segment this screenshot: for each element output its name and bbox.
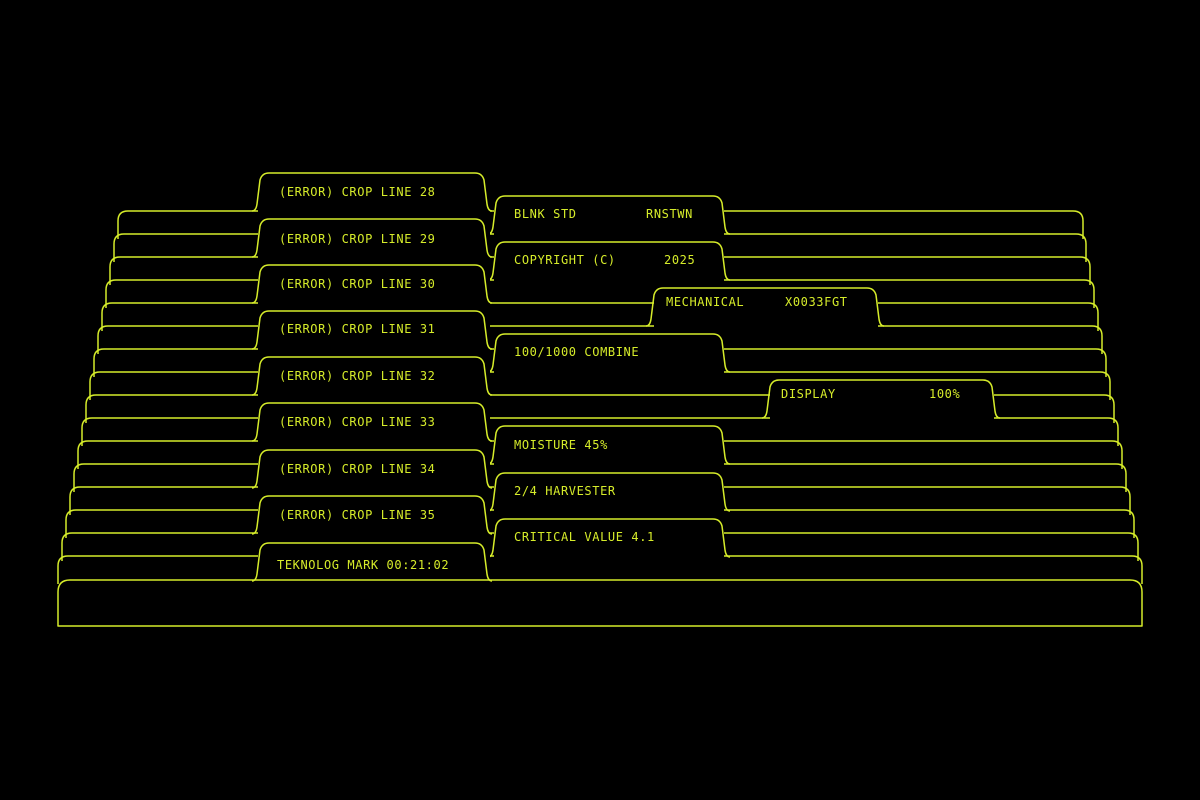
left-tab-label-1[interactable]: (ERROR) CROP LINE 29 <box>279 232 436 246</box>
display-label[interactable]: DISPLAY <box>781 387 836 401</box>
folder-outlines <box>57 172 1143 627</box>
tab-mask <box>258 358 490 397</box>
tab-mask <box>258 220 490 259</box>
tab-mask <box>494 520 724 559</box>
year-label[interactable]: 2025 <box>664 253 695 267</box>
mid-tab-outline <box>487 333 731 373</box>
mid-tab-outline <box>487 195 731 235</box>
left-tab-outline <box>251 449 493 489</box>
code-label[interactable]: X0033FGT <box>785 295 848 309</box>
folder-sheet-edge <box>101 302 1099 331</box>
moisture-label[interactable]: MOISTURE 45% <box>514 438 608 452</box>
left-tab-label-8[interactable]: TEKNOLOG MARK 00:21:02 <box>277 558 449 572</box>
left-tab-outline <box>251 402 493 442</box>
right-tab-outline <box>645 287 885 327</box>
tab-mask <box>654 289 878 328</box>
left-tab-label-7[interactable]: (ERROR) CROP LINE 35 <box>279 508 436 522</box>
left-tab-label-2[interactable]: (ERROR) CROP LINE 30 <box>279 277 436 291</box>
tab-mask <box>494 427 724 466</box>
left-tab-label-4[interactable]: (ERROR) CROP LINE 32 <box>279 369 436 383</box>
folder-sheet-edge <box>97 325 1103 354</box>
rnstwn-label[interactable]: RNSTWN <box>646 207 693 221</box>
mechanical-label[interactable]: MECHANICAL <box>666 295 744 309</box>
mid-tab-outline <box>487 472 731 512</box>
blnk-std-label[interactable]: BLNK STD <box>514 207 577 221</box>
right-tab-outline <box>761 379 1001 419</box>
tab-mask <box>494 197 724 236</box>
left-tab-label-6[interactable]: (ERROR) CROP LINE 34 <box>279 462 436 476</box>
left-tab-outline <box>251 542 493 582</box>
tab-mask <box>494 243 724 282</box>
left-tab-outline <box>251 218 493 258</box>
tab-mask <box>258 312 490 351</box>
front-folder-body <box>57 579 1143 627</box>
left-tab-label-5[interactable]: (ERROR) CROP LINE 33 <box>279 415 436 429</box>
folder-sheet-edge <box>81 417 1119 446</box>
left-tab-outline <box>251 495 493 535</box>
display-value-label[interactable]: 100% <box>929 387 960 401</box>
mid-tab-outline <box>487 425 731 465</box>
harvester-label[interactable]: 2/4 HARVESTER <box>514 484 616 498</box>
tab-mask <box>258 174 490 213</box>
left-tab-outline <box>251 310 493 350</box>
critical-value-label[interactable]: CRITICAL VALUE 4.1 <box>514 530 655 544</box>
tab-mask <box>258 497 490 536</box>
mid-tab-outline <box>487 241 731 281</box>
tab-mask <box>258 451 490 490</box>
tab-mask <box>494 474 724 513</box>
tab-mask <box>258 266 490 305</box>
folder-sheet-edge <box>85 394 1115 423</box>
tab-mask <box>770 381 994 420</box>
combine-label[interactable]: 100/1000 COMBINE <box>514 345 639 359</box>
left-tab-label-3[interactable]: (ERROR) CROP LINE 31 <box>279 322 436 336</box>
left-tab-label-0[interactable]: (ERROR) CROP LINE 28 <box>279 185 436 199</box>
left-tab-outline <box>251 264 493 304</box>
tab-mask <box>258 404 490 443</box>
left-tab-outline <box>251 356 493 396</box>
mid-tab-outline <box>487 518 731 558</box>
tab-mask <box>494 335 724 374</box>
left-tab-outline <box>251 172 493 212</box>
tab-mask <box>258 544 490 583</box>
copyright-label[interactable]: COPYRIGHT (C) <box>514 253 616 267</box>
